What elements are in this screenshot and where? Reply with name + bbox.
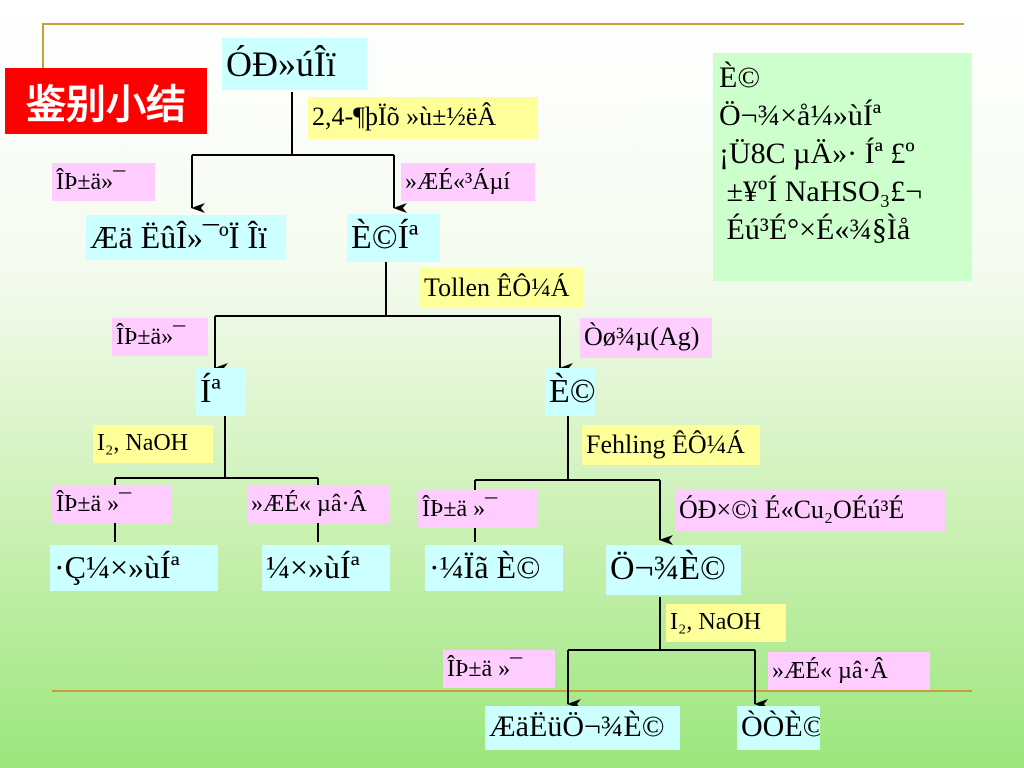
note-line-2: Ö¬¾×å¼»ùÍª	[719, 99, 882, 132]
note-line-5: Éú³É°×É«¾§Ìå	[719, 213, 911, 246]
reagent-dnp: 2,4-¶þÏõ »ù±½ëÂ	[308, 97, 538, 139]
result-no-change-2: ÎÞ±ä»¯	[112, 318, 208, 356]
result-no-change-1: ÎÞ±ä»¯	[52, 163, 155, 201]
node-other-aliphatic-aldehyde: ÆäËüÖ¬¾È©	[485, 706, 680, 750]
bottom-rule	[52, 690, 972, 692]
result-no-change-4: ÎÞ±ä »¯	[418, 490, 538, 528]
node-ketone: Íª	[196, 368, 246, 416]
result-no-change-5: ÎÞ±ä »¯	[443, 650, 555, 688]
left-rule	[42, 23, 44, 68]
side-note: È© Ö¬¾×å¼»ùÍª ¡Ü8C µÄ»· Íª £º ±¥ºÍ NaHSO…	[713, 53, 972, 281]
node-non-methyl-ketone: ·Ç¼×»ùÍª	[50, 545, 218, 591]
node-aliphatic-aldehyde: Ö¬¾È©	[606, 545, 741, 595]
node-aldehyde-ketone: È©Íª	[347, 214, 440, 262]
reagent-iodoform-2: I₂, NaOH	[666, 604, 786, 642]
note-line-4: ±¥ºÍ NaHSO₃£¬	[719, 175, 923, 208]
result-no-change-3: ÎÞ±ä »¯	[52, 485, 172, 523]
result-yellow-iodoform: »ÆÉ« µâ·Â	[247, 485, 390, 523]
node-non-carbonyl: Æä ËûÎ»¯ºÏ Îï	[86, 215, 286, 260]
node-organic-compound: ÓÐ»úÎï	[222, 38, 367, 90]
result-silver-mirror: Òø¾µ(Ag)	[580, 318, 712, 358]
result-cu2o-precipitate: ÓÐ×©ì É«Cu₂OÉú³É	[675, 490, 945, 532]
result-yellow-precipitate: »ÆÉ«³Áµí	[401, 163, 535, 201]
reagent-iodoform-1: I₂, NaOH	[93, 425, 213, 463]
top-rule	[42, 23, 964, 25]
note-line-3: ¡Ü8C µÄ»· Íª £º	[719, 137, 915, 170]
slide-title: 鉴别小结	[5, 68, 207, 134]
reagent-tollen: Tollen ÊÔ¼Á	[420, 268, 583, 308]
node-methyl-ketone: ¼×»ùÍª	[262, 545, 390, 591]
note-line-1: È©	[719, 61, 761, 94]
node-aromatic-aldehyde: ·¼Ïã È©	[425, 545, 563, 591]
node-aldehyde: È©	[545, 368, 595, 416]
node-acetaldehyde: ÒÒÈ©	[737, 706, 820, 750]
reagent-fehling: Fehling ÊÔ¼Á	[582, 425, 760, 465]
result-yellow-iodoform-2: »ÆÉ« µâ·Â	[768, 652, 930, 690]
